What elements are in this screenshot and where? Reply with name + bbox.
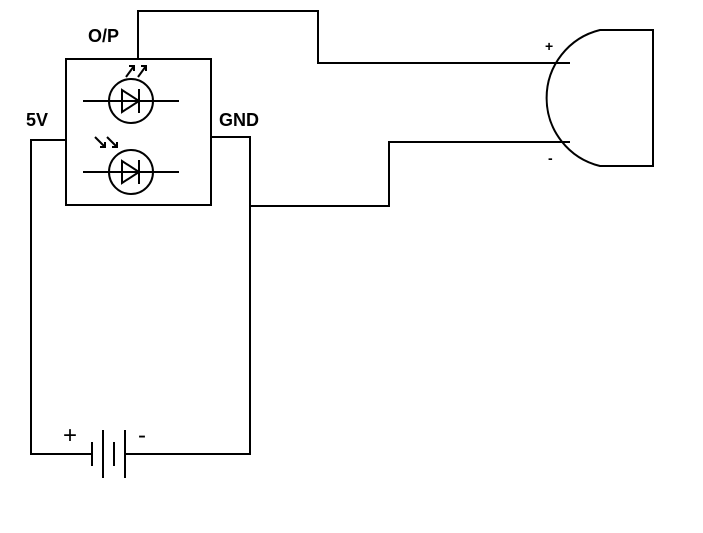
output-label: O/P (88, 26, 119, 46)
supply-label: 5V (26, 110, 48, 130)
sensor-module (65, 58, 212, 206)
battery-plus-label: + (63, 422, 77, 449)
photodiode-icon (83, 136, 179, 195)
battery-icon (91, 430, 126, 478)
buzzer-plus-label: + (545, 38, 553, 54)
buzzer-minus-label: - (548, 150, 553, 166)
output-wire (137, 10, 570, 64)
battery-minus-label: - (138, 422, 146, 449)
ir-led-icon (83, 65, 179, 124)
buzzer-ground-wire (250, 141, 570, 207)
buzzer-icon (545, 29, 654, 167)
supply-wire (30, 139, 92, 455)
ground-label: GND (219, 110, 259, 130)
ground-wire (126, 136, 251, 455)
